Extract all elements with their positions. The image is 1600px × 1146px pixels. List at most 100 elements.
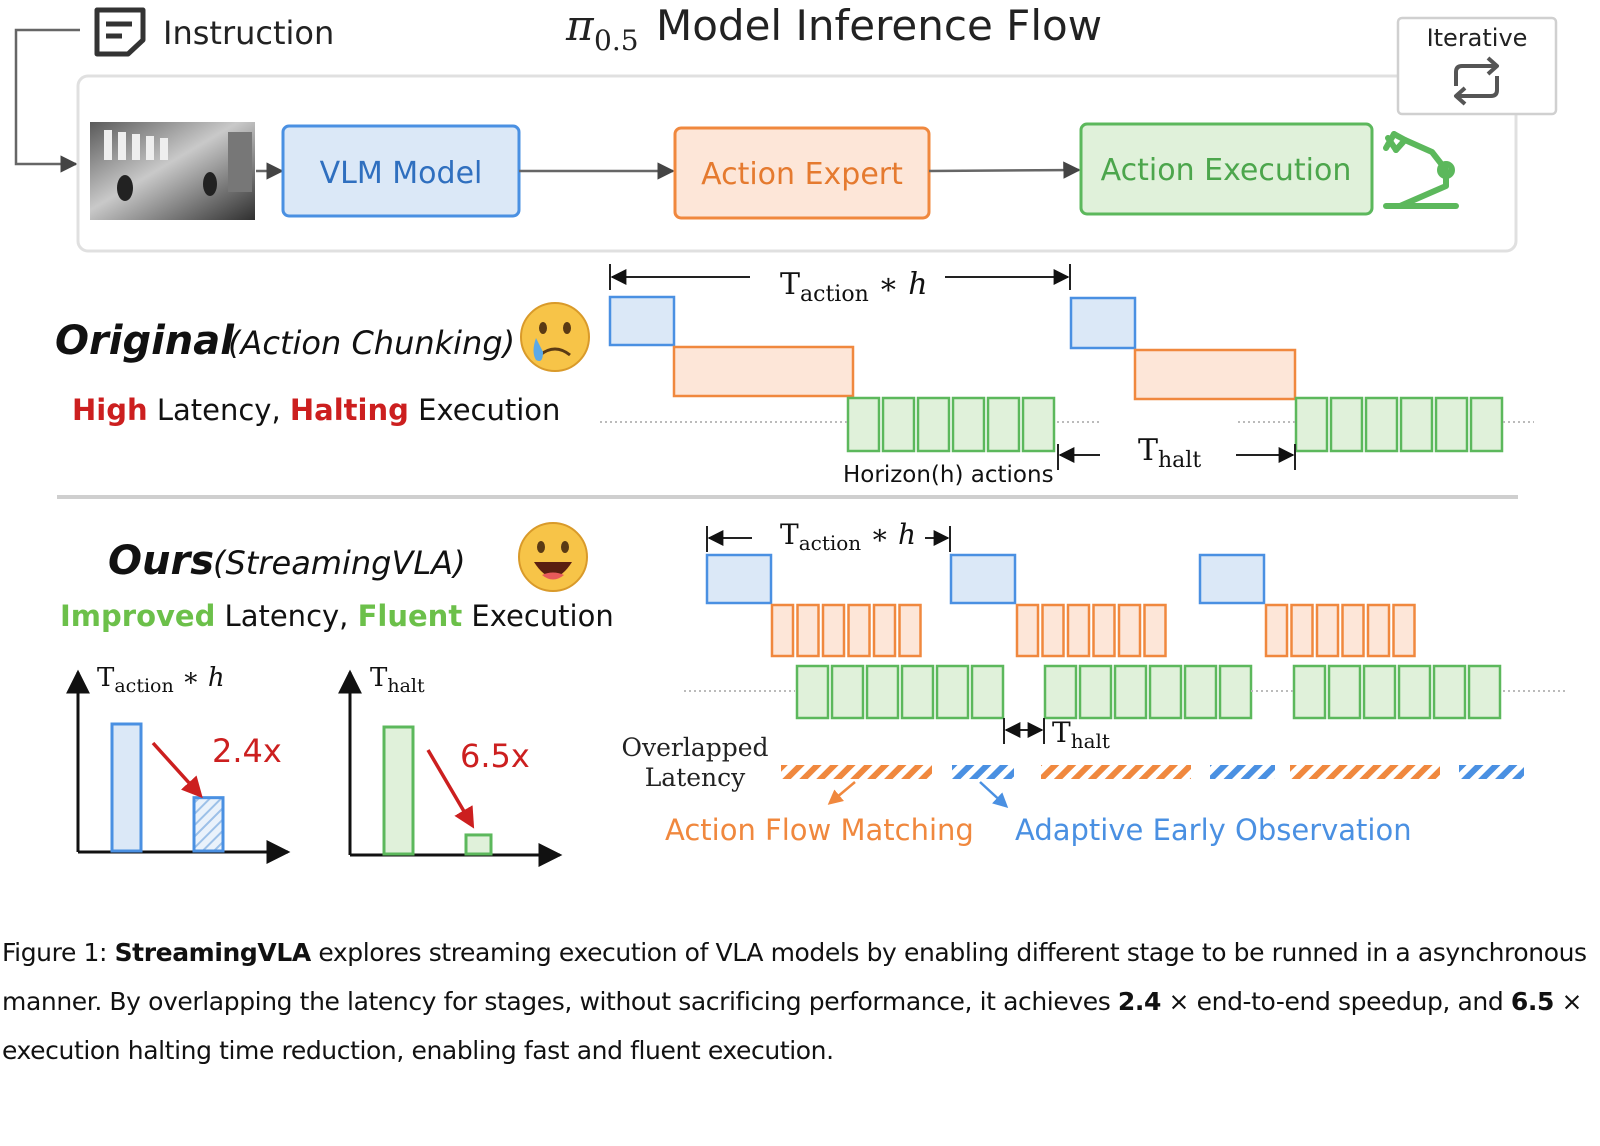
latency-strip-aeo-1 xyxy=(952,765,1014,779)
ours-exec-slot-a-2 xyxy=(830,664,865,720)
ours-exec-slot-a-1 xyxy=(795,664,830,720)
chart1-bar-after xyxy=(192,796,225,853)
caption-text-3: execution halting time reduction, enabli… xyxy=(2,1036,834,1065)
svg-text:High Latency, Halting Executio: High Latency, Halting Execution xyxy=(72,393,560,427)
original-subtitle: (Action Chunking) xyxy=(228,324,515,362)
ours-exec-slot-c-4 xyxy=(1397,664,1432,720)
title-subscript: 0.5 xyxy=(594,24,639,57)
ours-exec-slot-b-3 xyxy=(1113,664,1148,720)
ours-expert-slot-c-4 xyxy=(1341,603,1365,658)
ours-exec-slot-a-4 xyxy=(900,664,935,720)
ours-vlm-block-3 xyxy=(1198,553,1266,605)
afm-pointer xyxy=(827,781,856,805)
sad-face-icon xyxy=(520,302,590,372)
action-expert-label: Action Expert xyxy=(701,157,903,192)
ours-expert-slot-c-1 xyxy=(1264,603,1289,658)
ours-exec-slot-b-1 xyxy=(1043,664,1078,720)
speedup-chart-1: Taction ∗ h 2.4x xyxy=(66,663,291,864)
caption-times-1: × xyxy=(1160,987,1197,1016)
original-exec-slot-b-2 xyxy=(1329,396,1364,453)
ours-vlm-block-2 xyxy=(949,553,1017,605)
ours-expert-slot-b-4 xyxy=(1092,603,1116,658)
page-title: Model Inference Flow xyxy=(656,1,1102,50)
ours-status: Improved Latency, Fluent Execution xyxy=(60,599,614,633)
caption-text-2: end-to-end speedup, and xyxy=(1196,987,1511,1016)
ours-exec-slot-c-3 xyxy=(1362,664,1397,720)
latency-strip-afm-2 xyxy=(1041,765,1191,779)
ours-taction-bracket xyxy=(706,526,951,552)
original-exec-group-2 xyxy=(1294,396,1504,453)
original-exec-slot-b-1 xyxy=(1294,396,1329,453)
action-expert-box xyxy=(673,126,931,220)
original-exec-slot-a-3 xyxy=(916,396,951,453)
chart2-red-arrow xyxy=(426,749,475,829)
original-exec-slot-b-6 xyxy=(1469,396,1504,453)
ours-expert-slot-b-6 xyxy=(1143,603,1167,658)
ours-taction-label: Taction ∗ h xyxy=(780,518,916,555)
chart2-bar-before xyxy=(382,725,415,856)
caption-method-name: StreamingVLA xyxy=(114,938,312,967)
instruction-label: Instruction xyxy=(163,14,334,52)
ours-thalt-bracket xyxy=(1003,718,1045,744)
iterative-icon xyxy=(1454,56,1499,106)
original-exec-slot-a-2 xyxy=(881,396,916,453)
ours-expert-slot-a-3 xyxy=(821,603,846,658)
latency-strip-afm-3 xyxy=(1290,765,1440,779)
original-vlm-block-1 xyxy=(608,295,676,347)
overlapped-latency-label-1: Overlapped xyxy=(621,733,768,762)
original-status: High Latency, Halting Execution xyxy=(72,393,560,427)
svg-text:Improved Latency, Fluent Execu: Improved Latency, Fluent Execution xyxy=(60,599,614,633)
original-exec-slot-a-1 xyxy=(846,396,881,453)
arrow-expert-to-exec xyxy=(928,161,1081,179)
ours-expert-slot-a-2 xyxy=(796,603,820,658)
ours-exec-slot-b-6 xyxy=(1218,664,1253,720)
title-symbol: π xyxy=(565,1,595,50)
original-taction-bracket xyxy=(609,264,1071,290)
original-exec-slot-b-3 xyxy=(1364,396,1399,453)
caption-halt-reduction: 6.5 xyxy=(1510,987,1554,1016)
caption-label: Figure 1: xyxy=(2,938,115,967)
ours-exec-slot-b-4 xyxy=(1148,664,1183,720)
ours-exec-slot-c-6 xyxy=(1467,664,1502,720)
ours-expert-slot-a-5 xyxy=(872,603,897,658)
ours-exec-slot-b-2 xyxy=(1078,664,1113,720)
original-exec-slot-b-4 xyxy=(1399,396,1434,453)
figure-caption: Figure 1: StreamingVLA explores streamin… xyxy=(2,928,1596,1075)
original-exec-slot-b-5 xyxy=(1434,396,1469,453)
iterative-box: Iterative xyxy=(1396,16,1558,116)
ours-expert-slot-c-5 xyxy=(1366,603,1391,658)
original-title: Original xyxy=(55,318,235,364)
ours-exec-slot-a-5 xyxy=(935,664,970,720)
ours-title: Ours xyxy=(108,538,214,584)
latency-strip-afm-1 xyxy=(781,765,932,779)
overlapped-latency-label-2: Latency xyxy=(645,763,746,792)
ours-vlm-block-1 xyxy=(705,553,773,605)
happy-face-icon xyxy=(518,522,588,592)
aeo-pointer xyxy=(979,781,1009,809)
caption-speedup: 2.4 xyxy=(1117,987,1161,1016)
ours-exec-slot-c-2 xyxy=(1327,664,1362,720)
ours-expert-groups xyxy=(770,603,1416,658)
camera-image xyxy=(90,122,255,220)
ours-expert-slot-a-6 xyxy=(898,603,922,658)
legend-adaptive-early-observation: Adaptive Early Observation xyxy=(1015,813,1412,847)
latency-strip-aeo-2 xyxy=(1210,765,1275,779)
original-taction-label: Taction ∗ h xyxy=(780,267,928,307)
original-expert-block-2 xyxy=(1133,348,1297,401)
original-exec-group-1 xyxy=(846,396,1056,453)
chart2-bar-after xyxy=(464,833,493,856)
horizon-label: Horizon(h) actions xyxy=(843,462,1054,488)
original-thalt-bracket xyxy=(1057,444,1296,470)
original-thalt-label: Thalt xyxy=(1138,433,1201,473)
ours-expert-slot-c-2 xyxy=(1290,603,1314,658)
caption-text-1: explores streaming execution of VLA mode… xyxy=(2,938,1587,1016)
original-vlm-block-2 xyxy=(1069,296,1137,350)
ours-exec-slot-a-3 xyxy=(865,664,900,720)
ours-subtitle: (StreamingVLA) xyxy=(213,544,466,582)
action-execution-label: Action Execution xyxy=(1101,153,1352,188)
caption-times-2: × xyxy=(1554,987,1583,1016)
chart2-factor: 6.5x xyxy=(460,737,530,775)
original-exec-slot-a-5 xyxy=(986,396,1021,453)
ours-expert-slot-b-5 xyxy=(1117,603,1142,658)
robot-arm-icon xyxy=(1383,131,1459,209)
